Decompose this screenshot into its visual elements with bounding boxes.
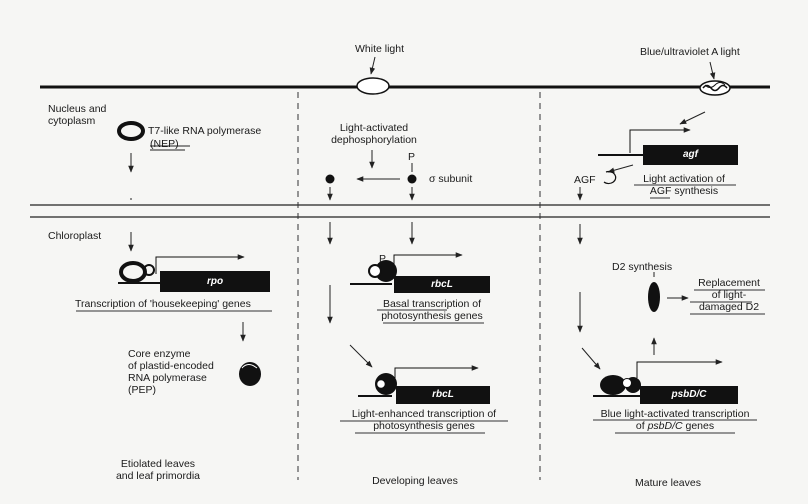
pep-core-icon	[239, 362, 261, 386]
housekeeping-transcription-label: Transcription of 'housekeeping' genes	[75, 298, 251, 310]
agf-protein-icon	[603, 170, 617, 185]
pep-holoenzyme-basal-icon	[375, 260, 397, 282]
blue-light-label: Blue/ultraviolet A light	[640, 46, 740, 58]
gene-box-psbdc: psbD/C	[640, 386, 738, 404]
nep-enzyme-icon	[119, 261, 147, 283]
white-light-receptor	[356, 77, 390, 95]
gene-box-agf: agf	[643, 145, 738, 165]
gene-box-rpo: rpo	[160, 271, 270, 292]
pep-core-label: Core enzyme of plastid-encoded RNA polym…	[128, 348, 214, 396]
nep-abbrev-label: (NEP)	[150, 138, 179, 150]
nep-ring-icon	[117, 121, 145, 141]
d2-replacement-label: Replacement of light- damaged D2	[698, 277, 760, 313]
sigma-dot	[325, 174, 335, 184]
chloroplast-label: Chloroplast	[48, 230, 102, 242]
agf-label: AGF	[574, 174, 596, 186]
sigma-subunit-label: σ subunit	[429, 173, 473, 185]
enhanced-transcription-label: Light-enhanced transcription of photosyn…	[351, 408, 497, 432]
sigma-phospho-dot	[407, 174, 417, 184]
nucleus-cytoplasm-label: Nucleus and cytoplasm	[48, 103, 107, 127]
d2-synthesis-label: D2 synthesis	[612, 261, 673, 273]
blue-transcription-label: Blue light-activated transcription of ps…	[600, 408, 750, 432]
stage-etiolated-label: Etiolated leaves and leaf primordia	[115, 458, 201, 482]
gene-box-rbcl-enhanced: rbcL	[396, 386, 490, 404]
gene-box-rbcl-basal: rbcL	[394, 276, 490, 293]
phosphate-marker-basal: P	[379, 253, 387, 265]
d2-protein-icon	[648, 282, 660, 312]
blue-light-receptor	[699, 80, 731, 96]
white-light-label: White light	[355, 43, 405, 55]
stage-mature-label: Mature leaves	[635, 477, 701, 489]
basal-transcription-label: Basal transcription of photosynthesis ge…	[381, 298, 483, 322]
agf-activation-label: Light activation of AGF synthesis	[643, 173, 725, 197]
pep-agf-complex-icon	[600, 375, 626, 395]
phosphate-marker: P	[408, 151, 416, 163]
dephosphorylation-label: Light-activated dephosphorylation	[331, 122, 417, 146]
nep-label: T7-like RNA polymerase	[148, 125, 262, 137]
stage-developing-label: Developing leaves	[372, 475, 458, 487]
